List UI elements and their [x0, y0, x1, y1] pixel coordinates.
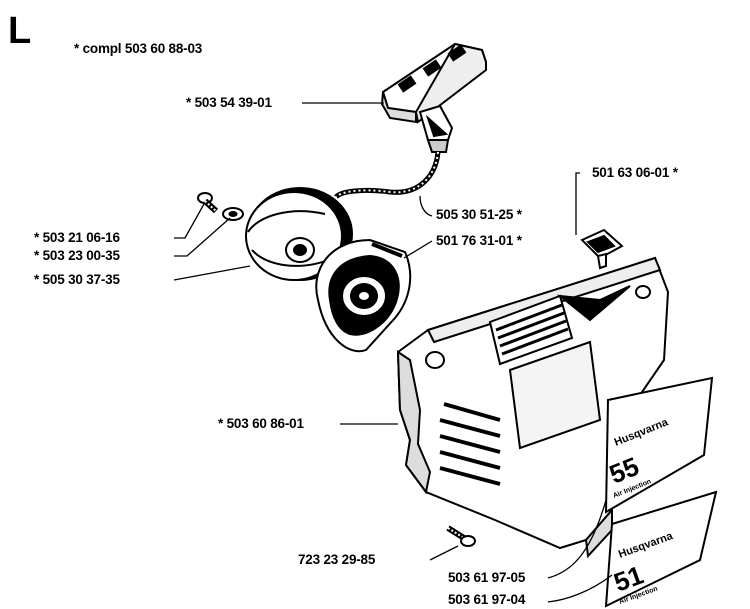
leader-rope [419, 195, 433, 217]
cover-plug-part [580, 228, 624, 270]
part-label-decal-55[interactable]: 503 61 97-05 [448, 570, 526, 585]
cover-screw-part [446, 525, 476, 547]
spring-housing-part [315, 238, 412, 353]
leader-pulley-screw [174, 203, 205, 239]
part-label-cover-screw[interactable]: 723 23 29-85 [298, 552, 376, 567]
part-label-pulley-screw[interactable]: * 503 21 06-16 [34, 230, 120, 245]
leader-lines [173, 102, 613, 603]
pulley-part [245, 187, 353, 281]
washer-part [222, 207, 244, 221]
decal-51-part: Husqvarna 51 Air Injection [604, 490, 718, 608]
decal-55-part: Husqvarna 55 Air Injection [604, 376, 714, 514]
part-label-pulley[interactable]: * 505 30 37-35 [34, 272, 120, 287]
part-label-cover-plug[interactable]: 501 63 06-01 * [592, 165, 678, 180]
leader-washer [174, 217, 231, 257]
part-label-spring-housing[interactable]: 501 76 31-01 * [436, 233, 522, 248]
part-label-rope[interactable]: 505 30 51-25 * [436, 207, 522, 222]
leader-cover-plug [575, 172, 580, 235]
leader-decal-51 [547, 574, 613, 603]
rope-part [334, 151, 441, 199]
leader-spring-housing [403, 240, 433, 259]
pulley-screw-part [197, 192, 219, 214]
assembly-note: * compl 503 60 88-03 [74, 41, 203, 56]
part-label-washer[interactable]: * 503 23 00-35 [34, 248, 120, 263]
part-label-decal-51[interactable]: 503 61 97-04 [448, 592, 526, 607]
leader-cover-screw [429, 545, 459, 561]
part-label-starter-cover[interactable]: * 503 60 86-01 [218, 416, 304, 431]
starter-cover-part [396, 256, 670, 559]
leader-decal-55 [547, 499, 607, 579]
leader-pulley [173, 265, 251, 281]
handle-part [380, 42, 488, 153]
part-label-handle[interactable]: * 503 54 39-01 [186, 95, 272, 110]
section-letter: L [8, 10, 32, 52]
